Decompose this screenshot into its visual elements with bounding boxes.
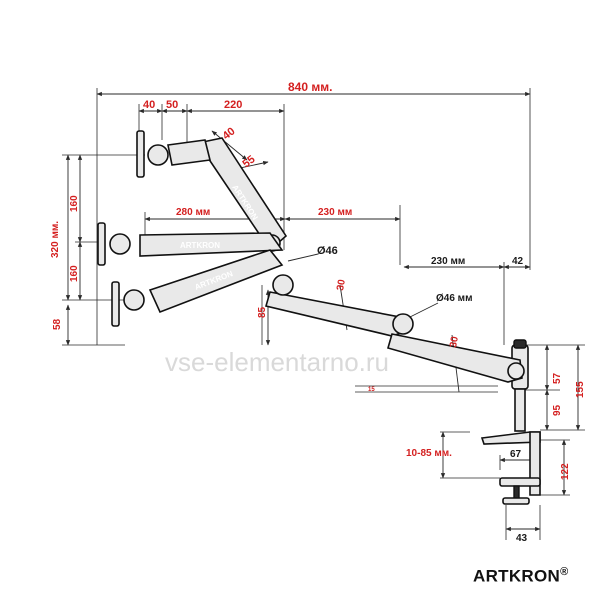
dim-42: 42 [512, 256, 524, 267]
brand-name: ARTKRON [473, 566, 561, 586]
pole-and-clamp [480, 339, 541, 505]
upper-arm-bottom: ARTKRON [123, 249, 284, 314]
dim-122: 122 [560, 463, 571, 480]
dim-220: 220 [224, 99, 242, 111]
dim-55: 55 [240, 153, 257, 170]
dim-280: 280 мм [176, 207, 210, 218]
dim-160-down: 160 [69, 265, 80, 282]
dim-10-85: 10-85 мм. [406, 448, 452, 459]
upper-arm-middle: ARTKRON [109, 232, 284, 257]
lower-arm [265, 274, 525, 383]
dim-230-mid: 230 мм [318, 207, 352, 218]
dim-overall-width: 840 мм. [288, 80, 332, 94]
dim-phi46-a: Ø46 [317, 245, 338, 257]
dim-160-up: 160 [69, 195, 80, 212]
dim-95: 95 [552, 404, 563, 416]
dim-30-a: 30 [335, 278, 348, 291]
brand-logo: ARTKRON® [473, 566, 569, 587]
dim-40-diag: 40 [220, 125, 237, 142]
registered-mark: ® [560, 566, 569, 578]
dim-230-right: 230 мм [431, 256, 465, 267]
dim-67: 67 [510, 449, 522, 460]
dim-phi46-b: Ø46 мм [436, 293, 472, 304]
dim-57: 57 [552, 372, 563, 384]
dim-320: 320 мм. [50, 221, 61, 258]
dim-40-top: 40 [143, 99, 155, 111]
monitor-plates [97, 130, 145, 327]
arm-label-middle: ARTKRON [180, 241, 220, 250]
dim-43: 43 [516, 533, 528, 544]
dim-30-b: 30 [448, 335, 461, 348]
dim-50-top: 50 [166, 99, 178, 111]
watermark-text: vse-elementarno.ru [165, 347, 389, 377]
dim-85: 85 [257, 306, 268, 318]
dim-15: 15 [368, 387, 375, 393]
dimension-labels: 840 мм. 40 50 220 40 55 280 мм 230 мм Ø4… [50, 80, 586, 544]
dim-155: 155 [575, 381, 586, 398]
dim-58: 58 [52, 318, 63, 330]
